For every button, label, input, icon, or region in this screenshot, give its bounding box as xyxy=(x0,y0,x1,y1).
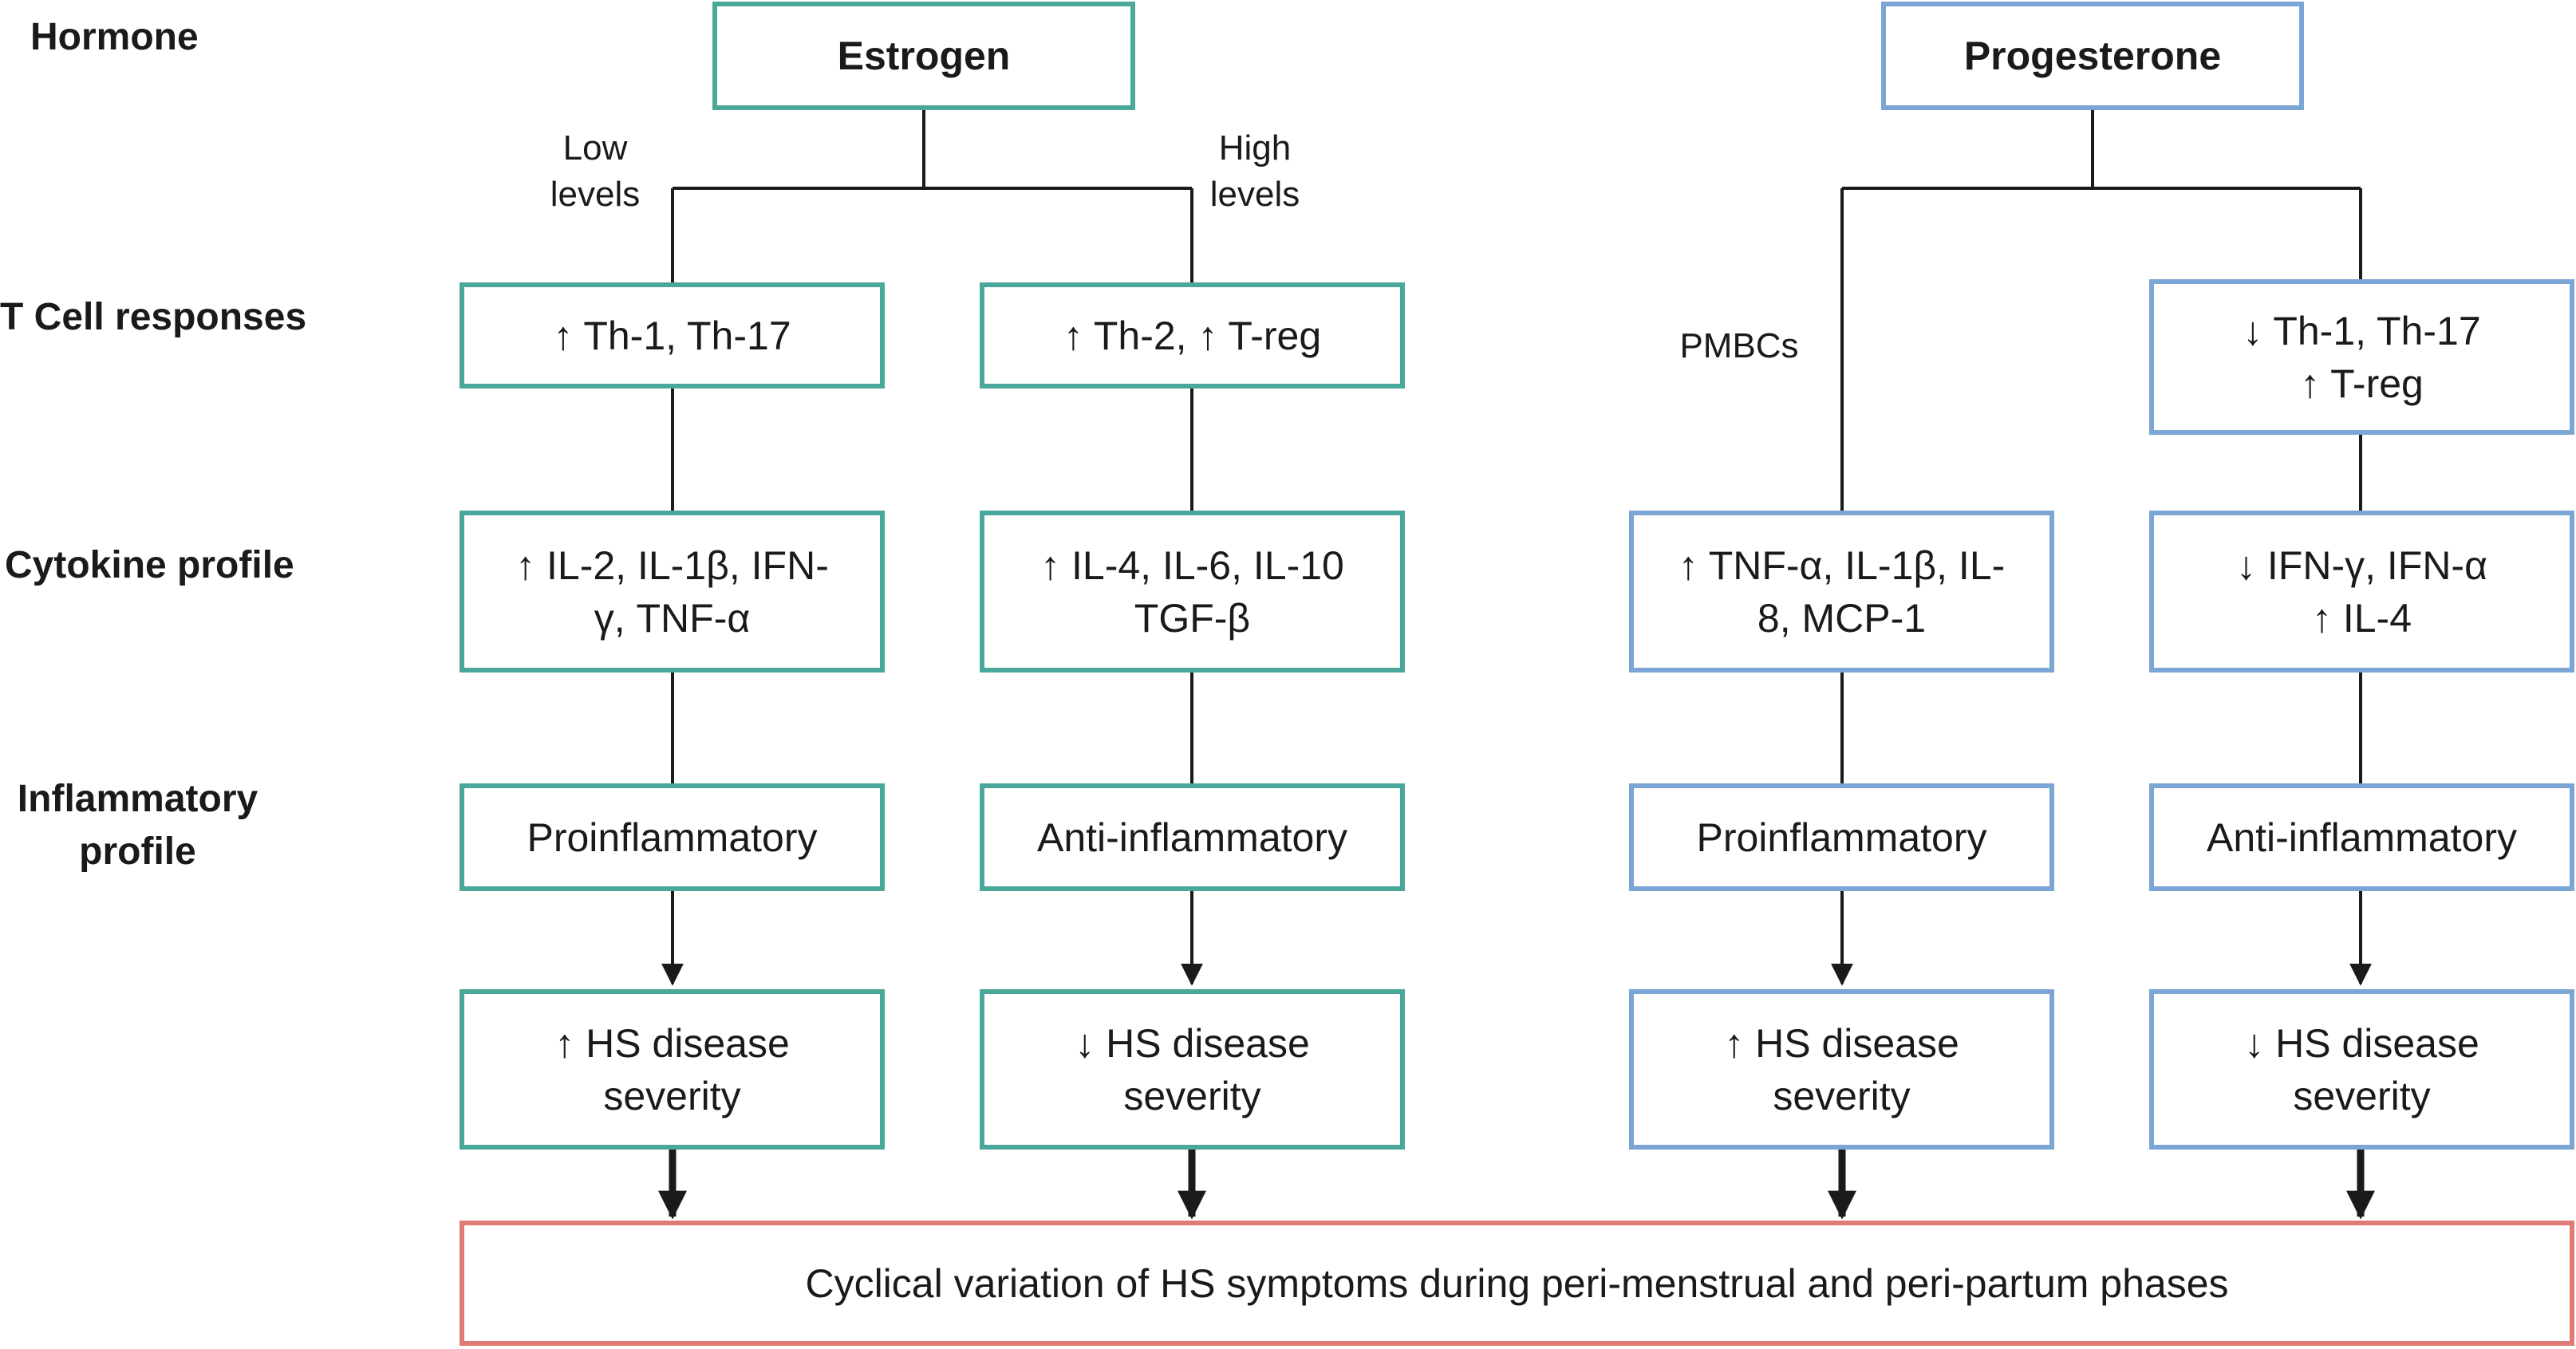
progesterone-left-severity: ↑ HS disease severity xyxy=(1724,1020,1959,1118)
estrogen-low-cytokine-box: ↑ IL-2, IL-1β, IFN- γ, TNF-α xyxy=(460,511,885,673)
pbmc-label: PMBCs xyxy=(1679,326,1799,365)
estrogen-low-severity-box: ↑ HS disease severity xyxy=(460,989,885,1150)
estrogen-high-inflammatory: Anti-inflammatory xyxy=(1037,815,1347,860)
estrogen-low-inflammatory-box: Proinflammatory xyxy=(460,783,885,891)
progesterone-left-cytokine-box: ↑ TNF-α, IL-1β, IL- 8, MCP-1 xyxy=(1629,511,2054,673)
high-levels-label: High levels xyxy=(1209,128,1300,214)
progesterone-right-inflammatory-box: Anti-inflammatory xyxy=(2149,783,2574,891)
progesterone-box: Progesterone xyxy=(1881,2,2304,110)
estrogen-low-t-cell: ↑ Th-1, Th-17 xyxy=(553,313,791,358)
progesterone-left-cytokine: ↑ TNF-α, IL-1β, IL- 8, MCP-1 xyxy=(1678,542,2006,641)
row-label-t-cell: T Cell responses xyxy=(0,296,307,338)
progesterone-right-t-cell: ↓ Th-1, Th-17 ↑ T-reg xyxy=(2243,308,2481,406)
row-label-cytokine: Cytokine profile xyxy=(5,544,294,586)
progesterone-right-severity-box: ↓ HS disease severity xyxy=(2149,989,2574,1150)
progesterone-right-inflammatory: Anti-inflammatory xyxy=(2207,815,2517,860)
estrogen-low-t-cell-box: ↑ Th-1, Th-17 xyxy=(460,282,885,389)
estrogen-low-inflammatory: Proinflammatory xyxy=(527,815,818,860)
estrogen-high-t-cell: ↑ Th-2, ↑ T-reg xyxy=(1063,313,1322,358)
estrogen-title: Estrogen xyxy=(837,34,1011,78)
estrogen-high-severity-box: ↓ HS disease severity xyxy=(980,989,1405,1150)
row-label-inflammatory: Inflammatory profile xyxy=(17,778,258,873)
outcome-text: Cyclical variation of HS symptoms during… xyxy=(805,1260,2229,1306)
estrogen-high-severity: ↓ HS disease severity xyxy=(1075,1020,1310,1118)
progesterone-title: Progesterone xyxy=(1963,34,2222,78)
outcome-box: Cyclical variation of HS symptoms during… xyxy=(460,1221,2574,1346)
progesterone-left-severity-box: ↑ HS disease severity xyxy=(1629,989,2054,1150)
estrogen-box: Estrogen xyxy=(712,2,1135,110)
estrogen-high-cytokine: ↑ IL-4, IL-6, IL-10 TGF-β xyxy=(1040,542,1344,641)
estrogen-high-cytokine-box: ↑ IL-4, IL-6, IL-10 TGF-β xyxy=(980,511,1405,673)
row-label-hormone: Hormone xyxy=(30,16,199,58)
progesterone-right-t-cell-box: ↓ Th-1, Th-17 ↑ T-reg xyxy=(2149,279,2574,435)
progesterone-left-inflammatory-box: Proinflammatory xyxy=(1629,783,2054,891)
estrogen-low-severity: ↑ HS disease severity xyxy=(554,1020,790,1118)
progesterone-right-cytokine: ↓ IFN-γ, IFN-α ↑ IL-4 xyxy=(2236,542,2487,641)
progesterone-right-severity: ↓ HS disease severity xyxy=(2244,1020,2479,1118)
progesterone-right-cytokine-box: ↓ IFN-γ, IFN-α ↑ IL-4 xyxy=(2149,511,2574,673)
progesterone-left-inflammatory: Proinflammatory xyxy=(1696,815,1987,860)
estrogen-high-inflammatory-box: Anti-inflammatory xyxy=(980,783,1405,891)
low-levels-label: Low levels xyxy=(550,128,641,214)
estrogen-high-t-cell-box: ↑ Th-2, ↑ T-reg xyxy=(980,282,1405,389)
estrogen-low-cytokine: ↑ IL-2, IL-1β, IFN- γ, TNF-α xyxy=(515,542,829,641)
